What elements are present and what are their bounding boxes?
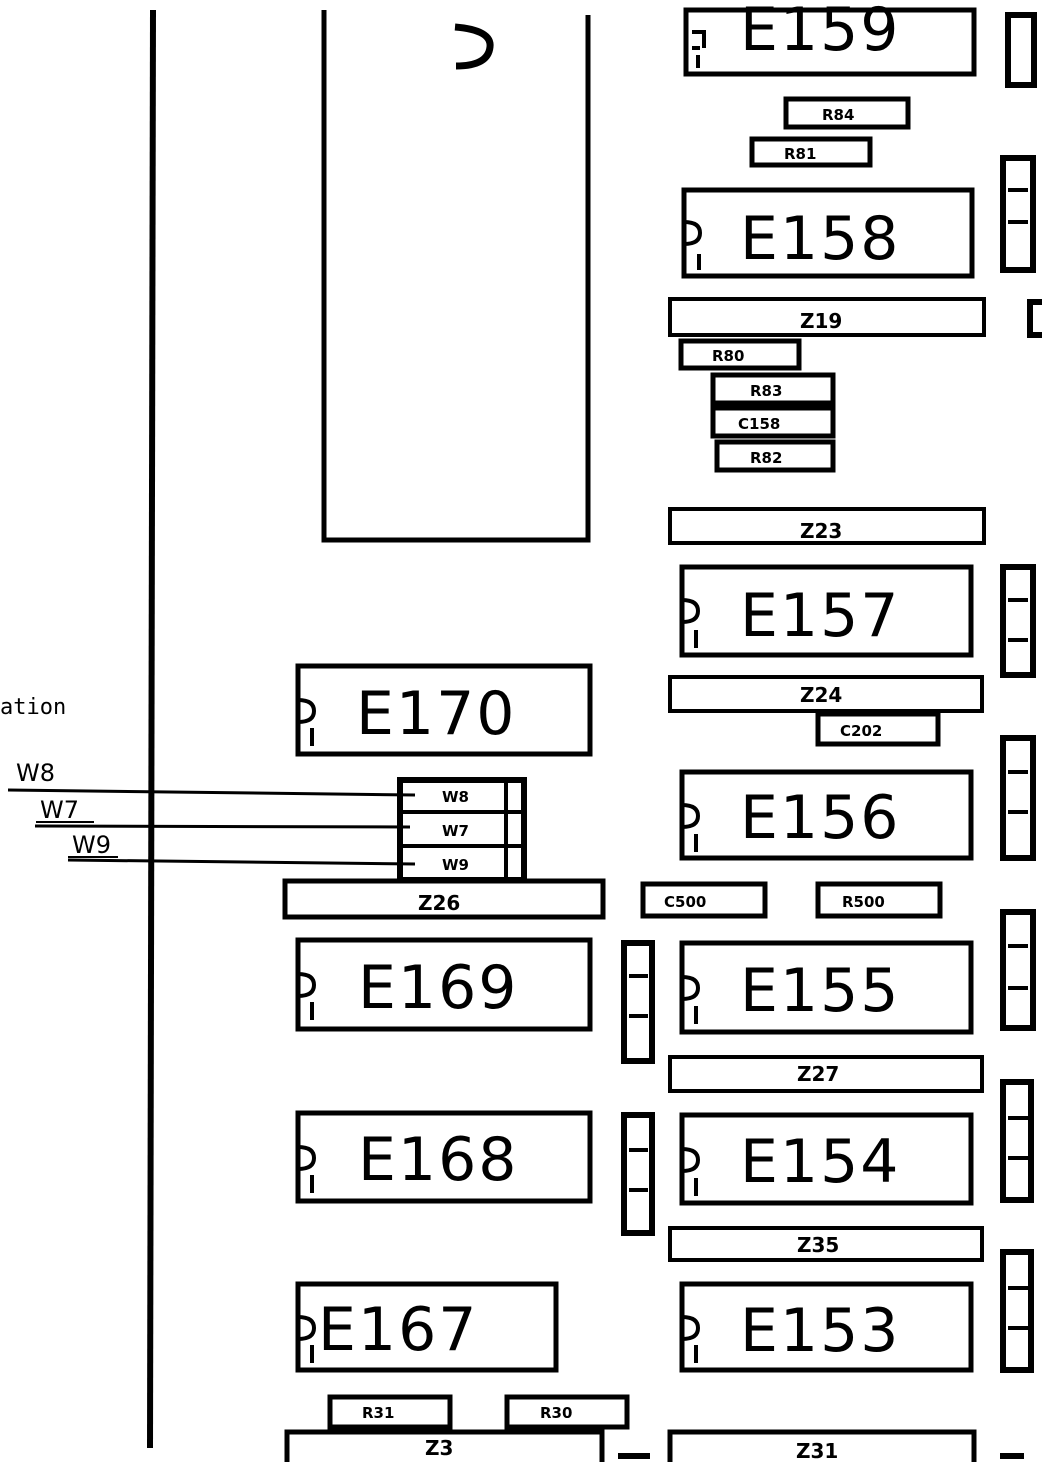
strip-z26: Z26 xyxy=(282,878,606,920)
resistor-r81: R81 xyxy=(749,136,873,168)
resistor-r31: R31 xyxy=(327,1394,453,1430)
strip-z3: Z3 xyxy=(284,1429,605,1462)
capacitor-c158-label: C158 xyxy=(738,415,780,433)
callout-line-w7 xyxy=(34,824,411,829)
ic-e153: E153 xyxy=(679,1281,974,1373)
strip-z23: Z23 xyxy=(668,507,986,545)
strip-z27: Z27 xyxy=(668,1055,984,1093)
ic-e159-label: E159 xyxy=(740,0,900,65)
ic-e154: E154 xyxy=(679,1112,974,1206)
resistor-r83-label: R83 xyxy=(750,382,782,400)
strip-z3-label: Z3 xyxy=(425,1436,453,1460)
capacitor-c202: C202 xyxy=(815,711,941,747)
vertical-part-right-7 xyxy=(1000,1249,1034,1373)
resistor-r84-label: R84 xyxy=(822,106,854,124)
ic-e169: E169 xyxy=(295,937,593,1032)
callout-line-w8 xyxy=(7,788,416,797)
resistor-r500: R500 xyxy=(815,881,943,919)
callout-line-w9 xyxy=(67,858,416,866)
resistor-r82-label: R82 xyxy=(750,449,782,467)
vertical-part-mid-2 xyxy=(621,1112,655,1236)
vertical-part-mid-ticks xyxy=(629,974,648,1192)
strip-z35: Z35 xyxy=(668,1226,984,1262)
strip-z26-label: Z26 xyxy=(418,891,460,915)
large-socket-outline xyxy=(321,10,591,543)
strip-z19: Z19 xyxy=(668,297,986,337)
resistor-r30: R30 xyxy=(504,1394,630,1430)
strip-z35-label: Z35 xyxy=(797,1233,839,1257)
ic-e168: E168 xyxy=(295,1110,593,1204)
ic-e170: E170 xyxy=(295,663,593,757)
strip-z24-label: Z24 xyxy=(800,683,842,707)
ic-e153-label: E153 xyxy=(740,1296,900,1366)
strip-z31: Z31 xyxy=(667,1429,977,1462)
vertical-part-right-1 xyxy=(1000,155,1036,273)
resistor-r84: R84 xyxy=(783,96,911,130)
resistor-r500-label: R500 xyxy=(842,893,885,911)
ic-e156: E156 xyxy=(679,769,974,861)
vertical-part-right-4 xyxy=(1000,735,1036,861)
strip-z31-label: Z31 xyxy=(796,1439,838,1462)
ic-e155-label: E155 xyxy=(740,956,900,1026)
resistor-r31-label: R31 xyxy=(362,1404,394,1422)
margin-note: ation xyxy=(0,695,66,720)
ic-e167: E167 xyxy=(295,1281,559,1373)
resistor-r30-label: R30 xyxy=(540,1404,572,1422)
strip-z23-label: Z23 xyxy=(800,519,842,543)
ic-e167-label: E167 xyxy=(318,1295,478,1365)
callout-label-w8: W8 xyxy=(16,759,55,787)
jumper-w8-label: W8 xyxy=(442,788,469,806)
ic-e159: E159 xyxy=(683,0,977,77)
resistor-r82: R82 xyxy=(714,439,836,473)
jumper-block: W8 W7 W9 xyxy=(397,777,527,883)
ic-e157: E157 xyxy=(679,564,974,658)
capacitor-c202-label: C202 xyxy=(840,722,882,740)
ic-e155: E155 xyxy=(679,940,974,1035)
ic-e168-label: E168 xyxy=(358,1125,518,1195)
resistor-r81-label: R81 xyxy=(784,145,816,163)
ic-e158: E158 xyxy=(681,187,975,279)
vertical-part-right-6 xyxy=(1000,1079,1034,1203)
vertical-part-right-ticks xyxy=(1008,188,1028,1330)
strip-z24: Z24 xyxy=(668,675,984,713)
resistor-r80-label: R80 xyxy=(712,347,744,365)
capacitor-c158: C158 xyxy=(710,405,836,439)
ic-e169-label: E169 xyxy=(358,953,518,1023)
strip-z27-label: Z27 xyxy=(797,1062,839,1086)
socket-pin1-notch xyxy=(454,23,494,70)
ic-e156-label: E156 xyxy=(740,783,900,853)
ic-e157-label: E157 xyxy=(740,581,900,651)
resistor-r80: R80 xyxy=(678,338,802,371)
jumper-callouts: W8 W7 W9 xyxy=(7,759,416,866)
vertical-part-right-5 xyxy=(1000,909,1036,1031)
board-edge-line xyxy=(147,9,156,1449)
callout-label-w9: W9 xyxy=(72,831,111,859)
ic-e170-label: E170 xyxy=(356,679,516,749)
jumper-w9-label: W9 xyxy=(442,856,469,874)
vertical-part-mid-1 xyxy=(621,940,655,1064)
ic-e158-label: E158 xyxy=(740,204,900,274)
vertical-part-right-top xyxy=(1005,12,1037,88)
jumper-w7-label: W7 xyxy=(442,822,469,840)
resistor-r83: R83 xyxy=(710,372,836,406)
capacitor-c500-label: C500 xyxy=(664,893,706,911)
strip-z19-label: Z19 xyxy=(800,309,842,333)
vertical-part-right-2 xyxy=(1027,299,1042,338)
callout-label-w7: W7 xyxy=(40,796,79,824)
ic-e154-label: E154 xyxy=(740,1127,900,1197)
capacitor-c500: C500 xyxy=(640,881,768,919)
vertical-part-right-3 xyxy=(1000,564,1036,678)
